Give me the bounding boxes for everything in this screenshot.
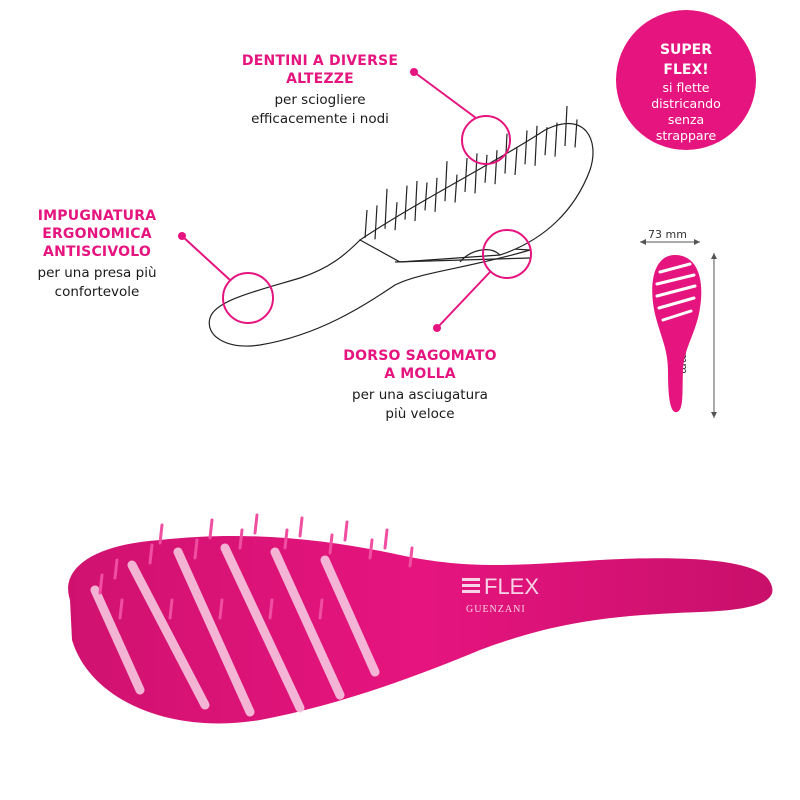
brand-logo: FLEX GUENZANI [462,574,539,615]
bristle [574,119,578,148]
handle-title-3: ANTISCIVOLO [43,244,151,260]
bristle [464,157,468,193]
teeth-desc-1: per sciogliere [274,92,366,108]
bristle [484,154,488,183]
pink-bristle [238,528,244,550]
handle-leader-line [181,235,231,281]
teeth-desc-2: efficacemente i nodi [251,111,389,127]
pink-bristle [298,516,304,538]
badge-line-5: senza [667,112,705,127]
bristle [474,153,478,194]
pink-bristle [268,598,274,620]
pink-bristle [253,513,259,535]
bristle [544,127,548,156]
bristle [394,202,398,231]
back-highlight-circle [482,229,532,279]
pink-bristle [98,573,104,595]
pink-bristle [158,523,164,545]
bristle [554,122,558,157]
handle-title-1: IMPUGNATURA [37,208,157,224]
handle-leader-dot [178,232,186,240]
back-title-2: A MOLLA [384,366,456,382]
width-dimension-label: 73 mm [648,228,687,241]
bristle [444,161,448,202]
handle-highlight-circle [222,272,274,324]
teeth-title-2: ALTEZZE [286,71,354,87]
pink-bristle [283,528,289,550]
badge-line-2: FLEX! [663,62,709,78]
dimension-diagram [640,239,717,418]
bristle [534,125,538,166]
bristle [374,205,378,240]
bristle [434,177,438,212]
pink-bristles [98,513,414,620]
pink-bristle [408,546,414,568]
back-leader-dot [433,324,441,332]
back-desc-1: per una asciugatura [352,387,488,403]
brand-name: FLEX [484,574,539,599]
back-desc-2: più veloce [385,406,455,422]
teeth-leader-dot [410,68,418,76]
pink-bristle [218,598,224,620]
back-leader-line [436,271,491,329]
pink-bristle [208,518,214,540]
teeth-highlight-circle [461,115,511,165]
badge-line-3: si flette [662,80,710,95]
handle-outline [208,239,531,347]
bristle [384,188,388,229]
pink-bristle [148,543,154,565]
badge-line-1: SUPER [659,42,713,58]
pink-bristle [118,598,124,620]
brush-line-drawing [208,105,594,347]
teeth-title-1: DENTINI A DIVERSE [241,53,399,69]
bristle [364,209,368,239]
bristle [524,130,528,165]
teeth-leader-line [413,71,477,119]
pink-bristle [343,520,349,542]
pink-bristle [368,538,374,560]
super-flex-badge: SUPER FLEX! si flette districando senza … [616,10,756,150]
bristle [564,105,568,147]
pink-bristle [168,598,174,620]
bristle [514,146,518,176]
badge-line-6: strappare [655,128,717,143]
vent-slots [90,543,380,717]
pink-brush-product: FLEX GUENZANI [68,513,773,724]
spring-back-curve [459,249,501,263]
pink-bristle [383,528,389,550]
bristles-group [364,105,578,240]
back-callout: DORSO SAGOMATO A MOLLA per una asciugatu… [325,347,515,424]
handle-desc-1: per una presa più [37,265,157,281]
handle-title-2: ERGONOMICA [42,226,152,242]
handle-desc-2: confortevole [54,284,140,300]
head-outline [358,123,594,263]
bristle [494,150,498,185]
bristle [404,185,408,220]
teeth-callout: DENTINI A DIVERSE ALTEZZE per sciogliere… [200,52,440,129]
bristle [454,174,458,203]
handle-callout: IMPUGNATURA ERGONOMICA ANTISCIVOLO per u… [22,207,172,302]
brand-maker: GUENZANI [466,604,526,615]
brush-body [68,535,773,724]
bristle [414,180,418,222]
bristle [424,182,428,211]
badge-line-4: districando [651,96,721,111]
pink-bristle [328,533,334,555]
back-title-1: DORSO SAGOMATO [343,348,497,364]
pink-bristle [318,598,324,620]
pink-bristle [193,538,199,560]
pink-bristle [113,558,119,580]
